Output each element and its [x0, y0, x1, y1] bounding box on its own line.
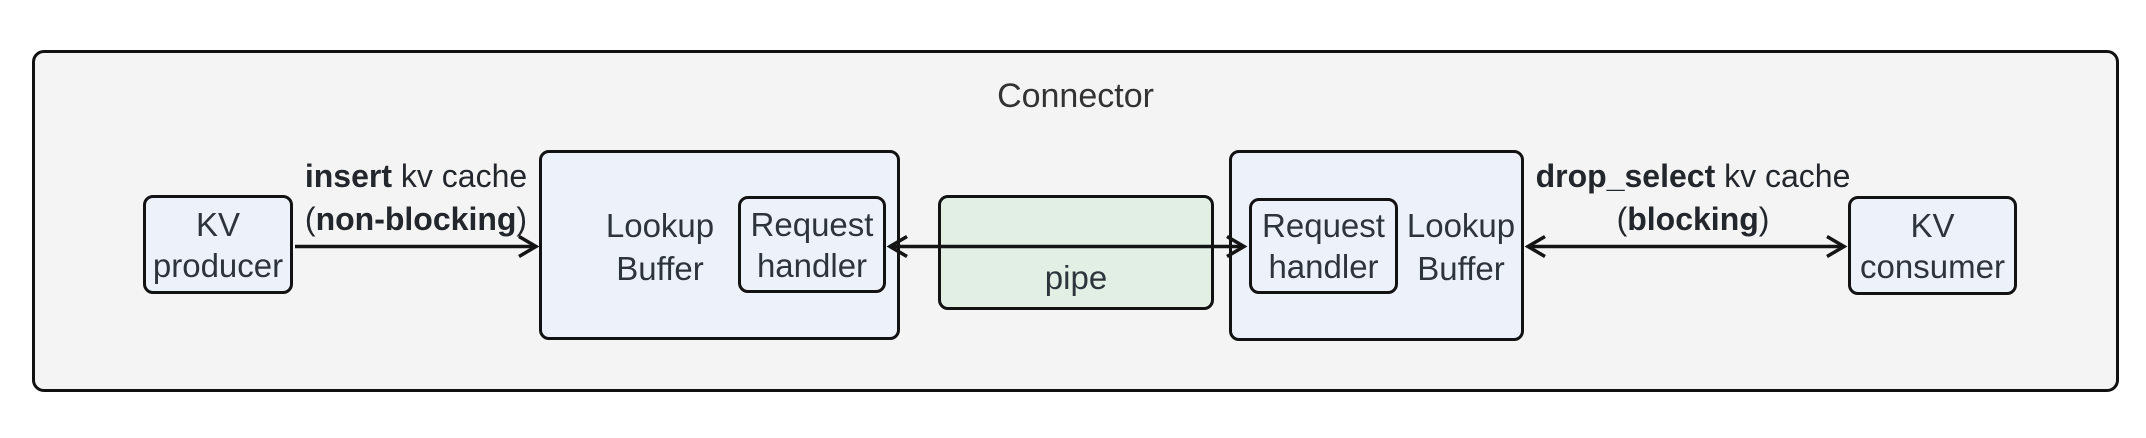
- request-handler-right-label-line2: handler: [1268, 248, 1379, 285]
- drop-select-paren-open: (: [1616, 201, 1628, 237]
- node-request-handler-left: Request handler: [738, 196, 886, 293]
- lookup-buffer-left-label: Lookup Buffer: [560, 204, 760, 290]
- node-pipe: [938, 195, 1214, 310]
- node-request-handler-right: Request handler: [1249, 198, 1398, 294]
- edge-label-insert-line1: insert kv cache: [266, 155, 566, 198]
- request-handler-right-label-line1: Request: [1262, 207, 1385, 244]
- drop-select-mode: blocking: [1627, 201, 1759, 237]
- edge-label-insert-line2: (non-blocking): [266, 198, 566, 241]
- drop-select-rest: kv cache: [1715, 158, 1851, 194]
- lookup-buffer-left-label-line1: Lookup: [605, 207, 715, 244]
- insert-mode: non-blocking: [315, 201, 517, 237]
- lookup-buffer-right-label-line2: Buffer: [1417, 250, 1505, 287]
- insert-paren-close: ): [516, 201, 528, 237]
- node-kv-consumer: KV consumer: [1848, 196, 2017, 295]
- kv-consumer-label-line1: KV: [1910, 206, 1955, 244]
- request-handler-left-label-line2: handler: [756, 246, 868, 284]
- edge-label-drop-select: drop_select kv cache (blocking): [1528, 155, 1858, 241]
- connector-title: Connector: [997, 77, 1154, 115]
- insert-keyword: insert: [304, 158, 392, 194]
- kv-producer-label-line1: KV: [195, 205, 241, 243]
- drop-select-paren-close: ): [1758, 201, 1770, 237]
- kv-producer-label-line2: producer: [152, 246, 284, 284]
- lookup-buffer-right-label-line1: Lookup: [1406, 207, 1516, 244]
- pipe-label: pipe: [1044, 259, 1108, 296]
- kv-consumer-label-line2: consumer: [1860, 247, 2005, 285]
- drop-select-keyword: drop_select: [1535, 158, 1716, 194]
- node-kv-producer: KV producer: [143, 195, 293, 294]
- insert-paren-open: (: [304, 201, 316, 237]
- lookup-buffer-left-label-line2: Buffer: [616, 250, 704, 287]
- edge-label-insert: insert kv cache (non-blocking): [266, 155, 566, 241]
- request-handler-left-label-line1: Request: [750, 205, 874, 243]
- edge-label-drop-select-line2: (blocking): [1528, 198, 1858, 241]
- lookup-buffer-right-label: Lookup Buffer: [1361, 204, 1561, 290]
- insert-rest: kv cache: [391, 158, 528, 194]
- edge-label-drop-select-line1: drop_select kv cache: [1528, 155, 1858, 198]
